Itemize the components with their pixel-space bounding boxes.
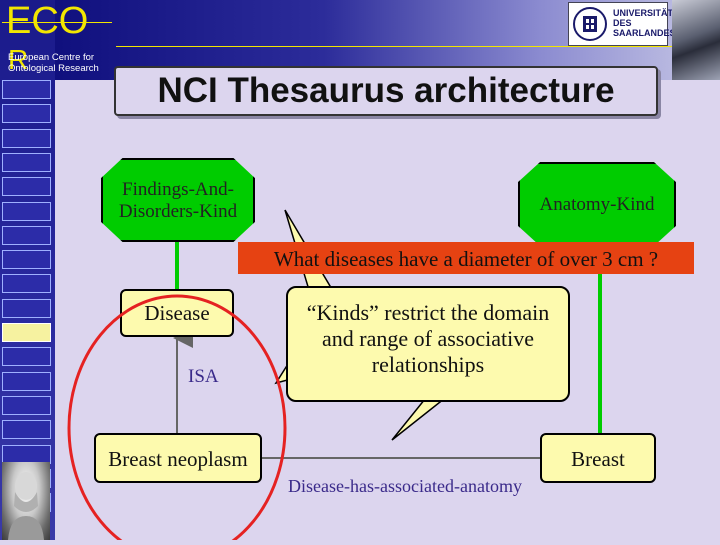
node-breast-label: Breast <box>571 447 625 471</box>
node-anatomy-label: Anatomy-Kind <box>539 194 655 215</box>
node-breast-neoplasm-label: Breast neoplasm <box>108 447 248 471</box>
sidebar-nav-button[interactable] <box>2 371 51 391</box>
sidebar-nav-button[interactable] <box>2 128 51 148</box>
node-anatomy-kind: Anatomy-Kind <box>518 162 676 246</box>
header-rule <box>116 46 720 47</box>
eco-logo-r: R <box>8 44 29 75</box>
node-breast: Breast <box>540 433 656 483</box>
sidebar-nav-button[interactable] <box>2 201 51 221</box>
node-disease-label: Disease <box>144 301 210 325</box>
association-label: Disease-has-associated-anatomy <box>288 476 522 496</box>
sidebar-nav-button[interactable] <box>2 274 51 294</box>
callout-text: “Kinds” restrict the domain and range of… <box>306 300 550 377</box>
slide-title: NCI Thesaurus architecture <box>157 71 615 110</box>
sidebar-nav-button[interactable] <box>2 225 51 245</box>
sidebar-nav-button[interactable] <box>2 152 51 172</box>
logo-rule <box>2 22 112 23</box>
isa-label: ISA <box>188 366 219 387</box>
sidebar-nav-button[interactable] <box>2 298 51 318</box>
university-name: UNIVERSITÄT DES SAARLANDES <box>613 8 676 38</box>
sidebar-nav-button[interactable] <box>2 177 51 197</box>
sidebar-nav-button[interactable] <box>2 104 51 124</box>
slide-title-box: NCI Thesaurus architecture <box>114 66 658 116</box>
sidebar-nav-button[interactable] <box>2 395 51 415</box>
aristotle-bust-image <box>2 462 50 540</box>
node-disease: Disease <box>120 289 234 337</box>
eco-logo: ECO <box>6 0 89 42</box>
question-text: What diseases have a diameter of over 3 … <box>273 247 659 271</box>
node-breast-neoplasm: Breast neoplasm <box>94 433 262 483</box>
eco-subtitle: European Centre for Ontological Research <box>8 52 99 74</box>
building-photo <box>672 0 720 80</box>
sidebar-nav-button[interactable] <box>2 347 51 367</box>
sidebar-nav-button[interactable] <box>2 80 51 99</box>
bust-icon <box>8 472 44 540</box>
node-findings-and-disorders-kind: Findings-And- Disorders-Kind <box>101 158 255 242</box>
university-logo: UNIVERSITÄT DES SAARLANDES <box>568 2 676 46</box>
university-seal-icon <box>573 7 607 41</box>
node-findings-label: Findings-And- Disorders-Kind <box>118 179 238 222</box>
callout-bubble: “Kinds” restrict the domain and range of… <box>286 286 570 402</box>
question-banner: What diseases have a diameter of over 3 … <box>238 242 694 274</box>
sidebar-nav-button[interactable] <box>2 420 51 440</box>
sidebar-nav-button[interactable] <box>2 323 51 342</box>
sidebar-nav-button[interactable] <box>2 250 51 270</box>
